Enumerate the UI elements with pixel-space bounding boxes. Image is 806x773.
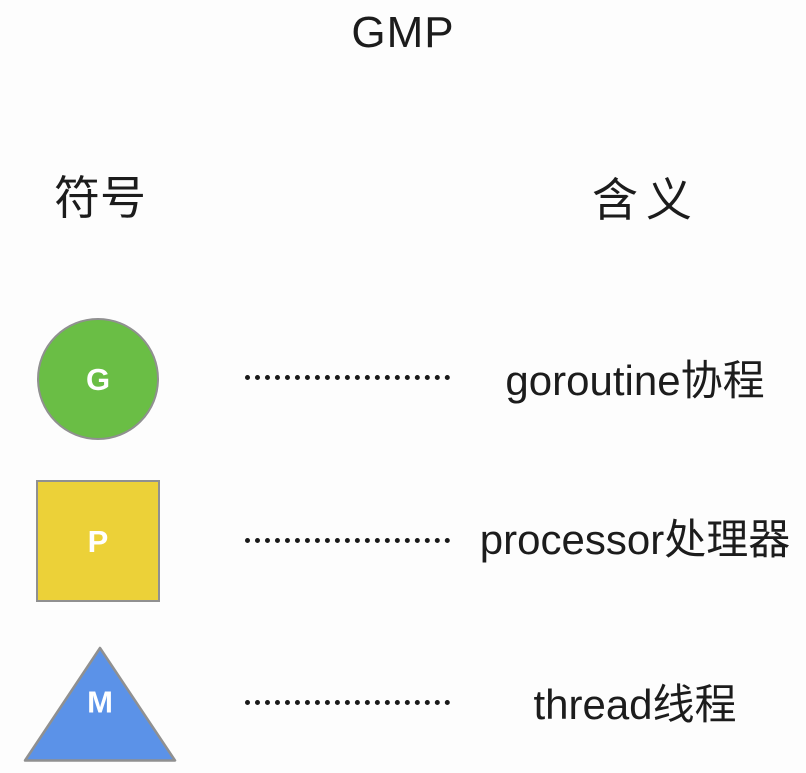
diagram-title: GMP bbox=[351, 8, 455, 57]
thread-triangle-icon: M bbox=[22, 645, 178, 763]
column-header-meaning: 含义 bbox=[592, 174, 700, 226]
column-header-symbol: 符号 bbox=[54, 172, 146, 224]
shape-letter-g: G bbox=[85, 361, 111, 397]
meaning-label-processor: processor处理器 bbox=[479, 516, 791, 563]
legend-row-thread: M thread线程 bbox=[0, 645, 806, 763]
triangle-polygon bbox=[23, 646, 177, 762]
meaning-label-thread: thread线程 bbox=[533, 681, 737, 728]
goroutine-circle-icon: G bbox=[37, 318, 159, 440]
dotted-connector bbox=[245, 375, 450, 380]
triangle-shape bbox=[23, 646, 177, 762]
dotted-connector bbox=[245, 538, 450, 543]
legend-row-goroutine: G goroutine协程 bbox=[0, 318, 806, 440]
meaning-label-goroutine: goroutine协程 bbox=[505, 357, 765, 404]
dotted-connector bbox=[245, 700, 450, 705]
shape-letter-m: M bbox=[87, 684, 113, 720]
processor-square-icon: P bbox=[36, 480, 160, 602]
legend-row-processor: P processor处理器 bbox=[0, 480, 806, 602]
shape-letter-p: P bbox=[87, 523, 109, 559]
